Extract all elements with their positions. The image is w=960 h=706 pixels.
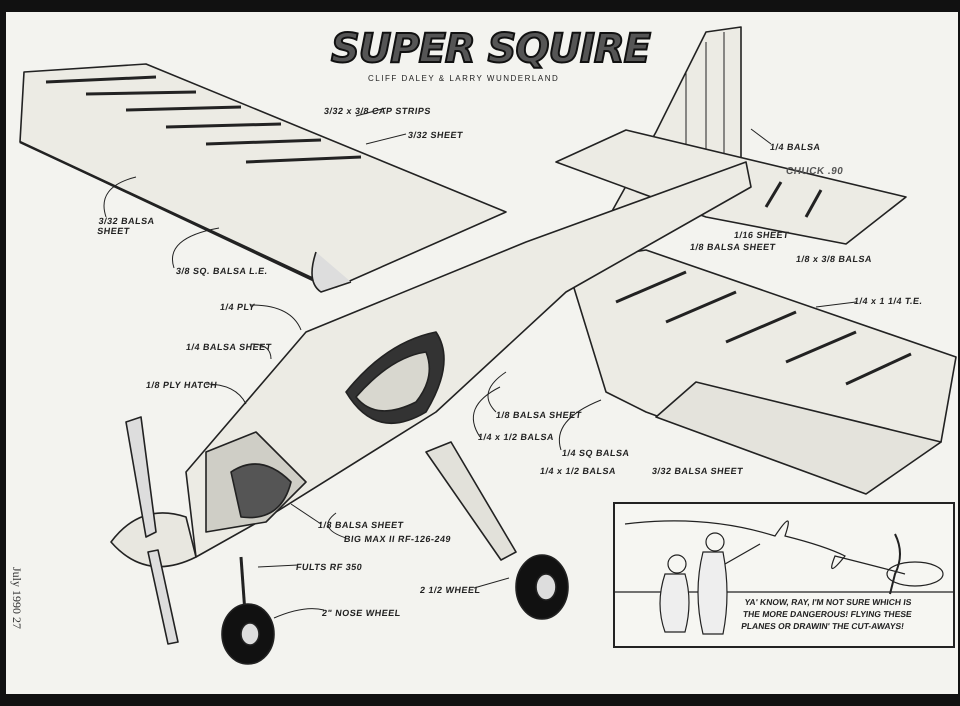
cartoon-panel: YA' KNOW, RAY, I'M NOT SURE WHICH IS THE… bbox=[613, 502, 955, 648]
propeller bbox=[125, 416, 157, 538]
caption-line: THE MORE DANGEROUS! FLYING THESE bbox=[742, 609, 913, 619]
magazine-page: SUPER SQUIRE CLIFF DALEY & LARRY WUNDERL… bbox=[6, 12, 958, 694]
label-fuse-balsa-sheet-rear: 1/8 BALSA SHEET bbox=[689, 242, 777, 252]
right-wing-ribs bbox=[615, 270, 912, 386]
main-landing-gear bbox=[425, 441, 517, 561]
leader-lines bbox=[103, 107, 857, 619]
label-main-wheel: 2 1/2 WHEEL bbox=[419, 585, 482, 595]
label-leading-edge: 3/8 SQ. BALSA L.E. bbox=[175, 266, 269, 276]
label-stab-balsa: 1/8 x 3/8 BALSA bbox=[795, 254, 873, 264]
byline: CLIFF DALEY & LARRY WUNDERLAND bbox=[368, 74, 560, 83]
airplane-cutaway-drawing bbox=[19, 26, 957, 665]
label-ply-hatch: 1/8 PLY HATCH bbox=[145, 380, 219, 390]
label-ply: 1/4 PLY bbox=[219, 302, 256, 312]
cartoon-caption: YA' KNOW, RAY, I'M NOT SURE WHICH IS THE… bbox=[740, 596, 914, 632]
label-balsa-quarter-half-b: 1/4 x 1/2 BALSA bbox=[539, 466, 617, 476]
label-balsa-quarter-half-a: 1/4 x 1/2 BALSA bbox=[477, 432, 555, 442]
label-trailing-edge: 1/4 x 1 1/4 T.E. bbox=[853, 296, 924, 306]
cartoon-drawing bbox=[615, 520, 953, 635]
label-lower-balsa-sheet: 1/8 BALSA SHEET bbox=[317, 520, 405, 530]
spinner bbox=[110, 512, 197, 568]
label-right-wing-sheet: 3/32 BALSA SHEET bbox=[651, 466, 744, 476]
label-gear: BIG MAX II RF-126-249 bbox=[343, 534, 452, 544]
label-cap-strips: 3/32 x 3/8 CAP STRIPS bbox=[323, 106, 432, 116]
label-sq-balsa: 1/4 SQ BALSA bbox=[561, 448, 631, 458]
label-nose-gear: FULTS RF 350 bbox=[295, 562, 364, 572]
label-nose-wheel: 2" NOSE WHEEL bbox=[321, 608, 402, 618]
label-stab-text: CHUCK .90 bbox=[785, 166, 845, 177]
label-wing-balsa-sheet: 3/32 BALSA SHEET bbox=[96, 216, 156, 236]
fuselage bbox=[185, 161, 752, 558]
label-wing-sheet: 3/32 SHEET bbox=[407, 130, 464, 140]
label-fuse-balsa-sheet: 1/4 BALSA SHEET bbox=[185, 342, 273, 352]
caption-line: PLANES OR DRAWIN' THE CUT-AWAYS! bbox=[740, 621, 905, 631]
label-side-balsa-sheet: 1/8 BALSA SHEET bbox=[495, 410, 583, 420]
label-stab-sheet: 1/16 SHEET bbox=[733, 230, 790, 240]
folio: July 1990 27 bbox=[10, 567, 24, 630]
left-wing-ribs bbox=[45, 75, 362, 164]
caption-line: YA' KNOW, RAY, I'M NOT SURE WHICH IS bbox=[743, 597, 913, 607]
page-title: SUPER SQUIRE bbox=[330, 25, 652, 73]
label-fin-balsa: 1/4 BALSA bbox=[769, 142, 822, 152]
